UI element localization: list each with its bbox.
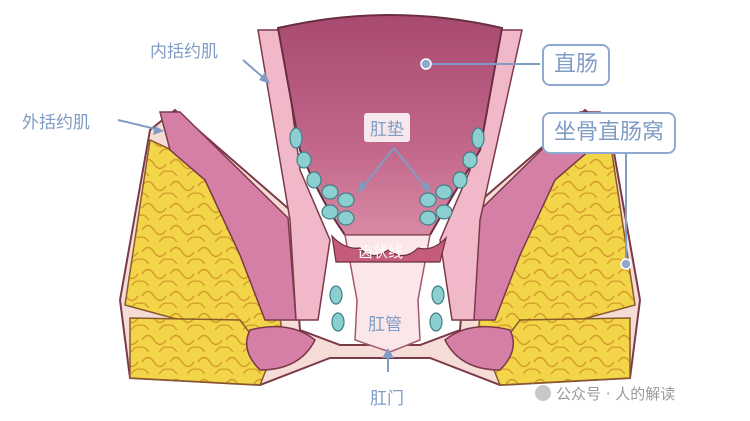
watermark-logo-icon [535, 385, 551, 401]
ischiorectal-fossa-label: 坐骨直肠窝 [542, 112, 677, 154]
right-subcutaneous-sphincter [444, 325, 515, 371]
watermark-text: 公众号 · 人的解读 [556, 385, 676, 403]
left-lower-fat [129, 317, 271, 386]
right-anal-cushion [419, 127, 485, 332]
arrow-heads [153, 72, 430, 358]
dentate-line-band [331, 234, 448, 263]
rectum-label: 直肠 [542, 44, 611, 86]
anal-canal-label: 肛管 [362, 308, 408, 337]
fossa-pointer-dot [620, 258, 632, 270]
anal-cushion-label: 肛垫 [364, 113, 410, 142]
right-lower-fat [489, 317, 631, 386]
external-sphincter-label: 外括约肌 [22, 113, 90, 133]
left-subcutaneous-sphincter [245, 325, 316, 371]
left-anal-cushion [289, 127, 355, 332]
anus-label: 肛门 [370, 389, 404, 409]
rectum-pointer-dot [420, 58, 432, 70]
left-external-sphincter [159, 111, 297, 321]
dentate-line-label: 齿状线 [358, 243, 404, 261]
internal-sphincter-label: 内括约肌 [150, 42, 218, 62]
